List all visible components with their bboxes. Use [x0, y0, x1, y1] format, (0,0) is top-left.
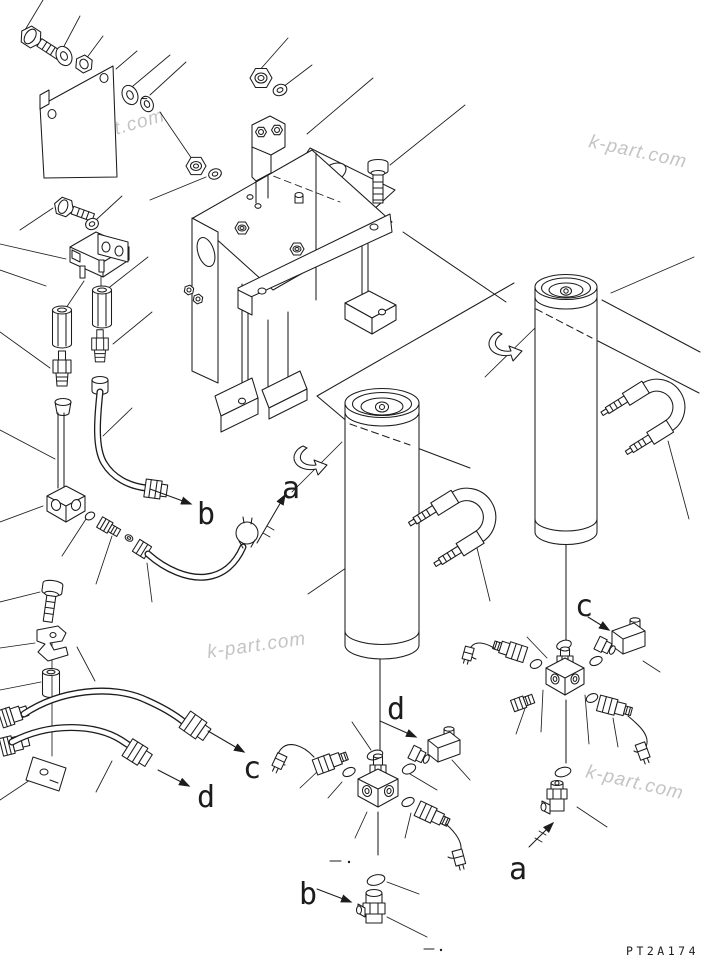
o-ring [84, 511, 96, 521]
o-ring [529, 659, 543, 669]
bolt-icon [54, 196, 96, 222]
callout-label-a: a [509, 852, 527, 887]
nipple-fitting [96, 516, 122, 537]
tee-block [545, 657, 585, 696]
nut-icon [75, 54, 93, 74]
o-ring [366, 874, 386, 886]
upper-strap-bracket [251, 115, 286, 204]
lock-washer-icon [140, 95, 154, 113]
washer-icon [55, 45, 73, 67]
cover-plate [39, 65, 118, 179]
pressure-sensor [595, 694, 633, 717]
callout-label-c: c [243, 751, 261, 786]
o-ring [342, 766, 356, 778]
washer-icon [208, 168, 222, 180]
callout-label-d: d [197, 780, 215, 815]
tee-block [46, 485, 86, 523]
hex-plug [509, 693, 536, 713]
pressure-sensor-assembly [413, 800, 467, 871]
callout-label-b: b [197, 497, 215, 532]
hose-end-nut [178, 710, 212, 742]
bolt-icon [41, 579, 64, 623]
o-ring [401, 763, 417, 775]
bracket-feet [214, 290, 397, 433]
solenoid-valve [593, 617, 646, 655]
cable-plug [271, 752, 288, 774]
callout-label-b: b [299, 877, 317, 912]
cable-plug [451, 848, 467, 871]
pressure-sensor [311, 751, 349, 776]
leader-lines [0, 0, 695, 938]
elbow-fitting [355, 888, 386, 924]
o-ring [554, 766, 572, 778]
solenoid-valve [407, 726, 461, 764]
hose-end-ball-fitting [235, 516, 259, 549]
mounting-plane-lines [316, 231, 701, 469]
tee-block [357, 768, 399, 808]
callout-label-a: a [282, 471, 300, 506]
sleeve-nut [54, 397, 72, 417]
left-fitting-assembly [46, 196, 259, 581]
mounting-bracket [183, 115, 397, 433]
bracket-legs [241, 235, 369, 400]
drawing-number: PT2A174 [626, 944, 699, 958]
hose-end-nut [121, 738, 153, 767]
right-valve-assembly [423, 617, 651, 952]
callout-labels: b a c d d c b a [197, 471, 593, 912]
washer-icon [85, 217, 99, 231]
nipple-fitting [91, 329, 109, 363]
top-left-hardware [20, 25, 154, 179]
accumulator-right [534, 273, 598, 641]
hose-clamp [36, 625, 69, 662]
spacer-sleeve [91, 285, 113, 329]
nut-icon [185, 156, 207, 176]
o-ring [585, 693, 599, 703]
cable-plug [461, 645, 475, 665]
washer-icon [124, 534, 134, 542]
center-valve-assembly [271, 726, 461, 924]
bracket-left-plate [183, 217, 219, 384]
hose-end-nut [143, 478, 169, 500]
washer-icon [272, 83, 288, 97]
manifold-block [65, 231, 130, 309]
callout-arrows [149, 488, 611, 903]
elbow-fitting [540, 779, 568, 815]
nipple-fitting [52, 350, 72, 387]
hose-end-nut [91, 375, 109, 395]
stud-on-bracket [294, 191, 304, 204]
washer-icon [121, 84, 139, 106]
bottom-left-assembly [0, 579, 212, 792]
nut-on-bracket [289, 242, 305, 256]
cable-plug [634, 741, 651, 765]
callout-label-c: c [575, 589, 593, 624]
top-center-hardware [185, 67, 288, 180]
nut-on-bracket [234, 221, 250, 235]
bolt-icon [367, 158, 389, 204]
bracket-roof [192, 149, 393, 291]
pressure-sensor [492, 640, 529, 664]
steel-tube [57, 412, 65, 489]
spacer-sleeve [51, 305, 73, 349]
band-clamp [600, 378, 686, 455]
o-ring [401, 796, 415, 808]
bracket-cross-strap [237, 213, 393, 316]
strap-plate [25, 756, 67, 792]
callout-label-d: d [387, 692, 405, 727]
spacer-sleeve [41, 667, 61, 698]
accumulator-left [344, 387, 420, 751]
o-ring [589, 655, 603, 667]
band-clamp [408, 487, 497, 568]
nut-icon [249, 67, 273, 89]
